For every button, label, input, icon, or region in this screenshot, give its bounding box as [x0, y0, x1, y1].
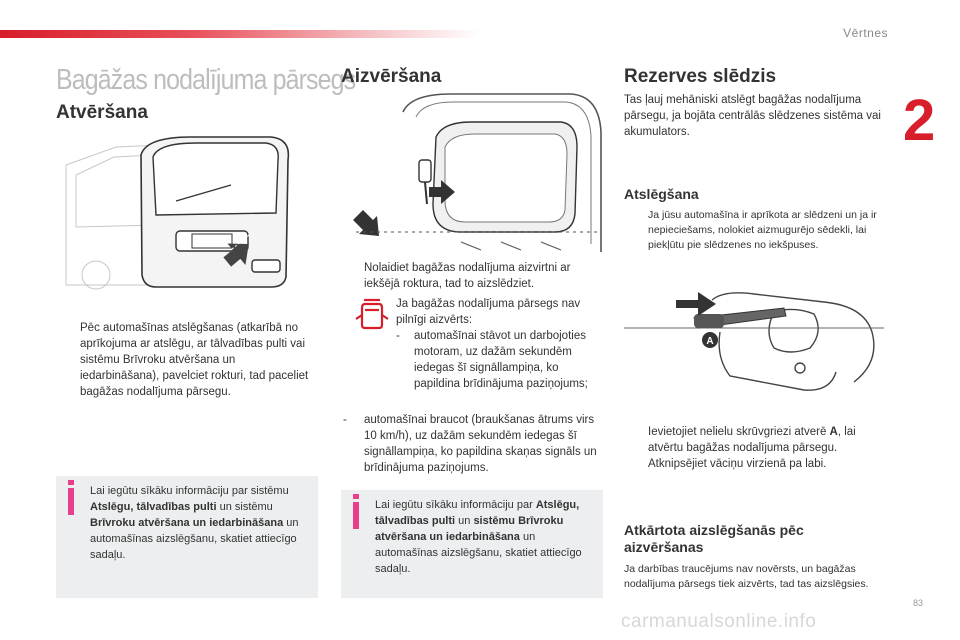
unlocking-text: Ja jūsu automašīna ir aprīkota ar slēdze…: [648, 209, 877, 251]
rear-door-illustration: [65, 136, 290, 290]
warning-item-driving: automašīnai braucot (braukšanas ātrums v…: [364, 414, 597, 474]
opening-instruction: Pēc automašīnas atslēgšanas (atkarībā no…: [80, 322, 309, 398]
screwdriver-lock-illustration: A: [624, 292, 884, 391]
watermark: carmanualsonline.info: [621, 611, 817, 632]
info-box-opening: Lai iegūtu sīkāku informāciju par sistēm…: [56, 476, 318, 598]
info-icon: [353, 494, 359, 529]
warning-item-stationary: automašīnai stāvot un darbojoties motora…: [414, 330, 588, 390]
chapter-number: 2: [903, 88, 936, 153]
screwdriver-step: Ievietojiet nelielu skrūvgriezi atverē A…: [648, 426, 856, 454]
section-name: Vērtnes: [843, 26, 888, 40]
heading-unlocking: Atslēgšana: [624, 186, 699, 202]
dash-marker: -: [396, 330, 400, 342]
page-title: Bagāžas nodalījuma pārsegs: [56, 64, 356, 96]
warning-intro: Ja bagāžas nodalījuma pārsegs nav pilnīg…: [396, 298, 581, 326]
heading-opening: Atvēršana: [56, 102, 148, 123]
closing-instruction: Nolaidiet bagāžas nodalījuma aizvirtni a…: [364, 262, 571, 290]
header-accent-bar: [0, 30, 480, 38]
heading-backup-lock: Rezerves slēdzis: [624, 66, 777, 87]
info-icon: [68, 480, 74, 515]
info-text-opening: Lai iegūtu sīkāku informāciju par sistēm…: [90, 485, 299, 561]
heading-relocking: Atkārtota aizslēgšanās pēc aizvēršanas: [624, 522, 804, 555]
backup-lock-intro: Tas ļauj mehāniski atslēgt bagāžas nodal…: [624, 94, 881, 138]
boot-open-warning-icon: [355, 298, 389, 330]
label-A: A: [706, 336, 713, 347]
info-text-closing: Lai iegūtu sīkāku informāciju par Atslēg…: [375, 499, 582, 575]
page-number: 83: [913, 598, 924, 608]
info-box-closing: Lai iegūtu sīkāku informāciju par Atslēg…: [341, 490, 603, 598]
relocking-text: Ja darbības traucējums nav novērsts, un …: [624, 563, 869, 590]
closing-handle-illustration: [353, 93, 602, 252]
heading-closing: Aizvēršana: [341, 66, 442, 87]
dash-marker: -: [343, 414, 347, 426]
cover-step: Atknipsējiet vāciņu virzienā pa labi.: [648, 458, 827, 470]
